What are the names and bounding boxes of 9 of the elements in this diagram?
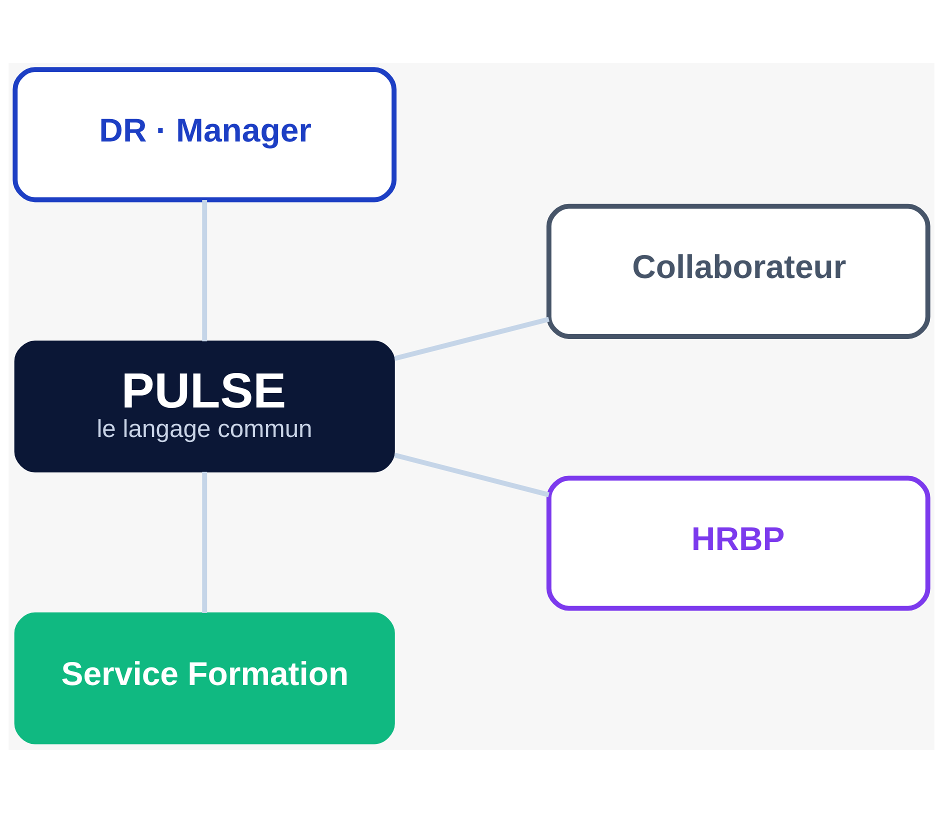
connector bbox=[394, 316, 550, 361]
connector bbox=[202, 472, 208, 614]
node-box: HRBP bbox=[546, 476, 930, 611]
node-box: Collaborateur bbox=[546, 204, 930, 339]
node-box: DR · Manager bbox=[12, 67, 397, 202]
node-box: PULSE le langage commun bbox=[14, 340, 395, 472]
connector bbox=[202, 200, 208, 342]
connector bbox=[394, 452, 550, 498]
node-box: Service Formation bbox=[14, 612, 395, 744]
